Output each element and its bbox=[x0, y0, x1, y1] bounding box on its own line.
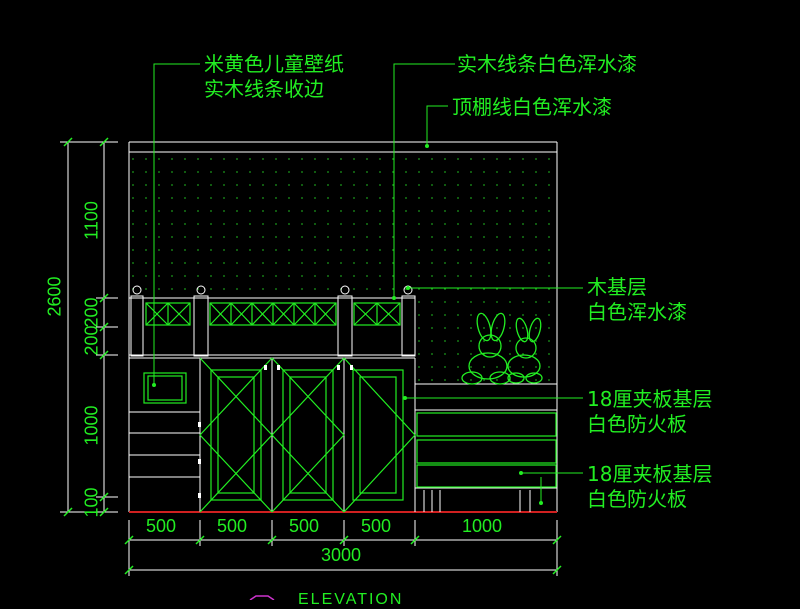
dim-total-width: 3000 bbox=[321, 545, 362, 565]
base-slats bbox=[423, 490, 531, 512]
leader-lines bbox=[153, 63, 583, 503]
annotation-plywood-2: 18厘夹板基层 白色防火板 bbox=[587, 462, 712, 512]
dim-segment: 500 bbox=[146, 516, 177, 536]
dim-total-height: 2600 bbox=[44, 276, 65, 317]
railing bbox=[128, 285, 416, 357]
dim-segment: 500 bbox=[361, 516, 392, 536]
dim-segment: 1000 bbox=[81, 405, 102, 446]
annotation-line: 白色浑水漆 bbox=[587, 300, 687, 324]
dim-segment: 100 bbox=[81, 487, 102, 518]
wallpaper-pattern bbox=[131, 152, 557, 292]
annotation-line: 18厘夹板基层 bbox=[587, 387, 713, 411]
door-handles bbox=[198, 365, 353, 498]
dim-segment: 500 bbox=[289, 516, 320, 536]
leader-dots bbox=[152, 144, 543, 505]
dim-segment: 500 bbox=[217, 516, 248, 536]
annotation-ceiling-line: 顶棚线白色浑水漆 bbox=[452, 95, 612, 119]
annotation-line: 实木线条收边 bbox=[204, 77, 324, 101]
annotation-wood-trim: 实木线条白色浑水漆 bbox=[457, 52, 637, 76]
annotation-line: 米黄色儿童壁纸 bbox=[204, 52, 344, 76]
cabinet-doors bbox=[143, 357, 557, 513]
annotation-line: 白色防火板 bbox=[587, 412, 687, 436]
annotation-line: 木基层 bbox=[587, 275, 647, 299]
horizontal-ticks bbox=[124, 535, 562, 575]
dim-segment: 1000 bbox=[462, 516, 503, 536]
wallpaper-pattern-lower bbox=[415, 292, 557, 384]
annotation-plywood-1: 18厘夹板基层 白色防火板 bbox=[587, 387, 712, 437]
annotation-wood-base: 木基层 白色浑水漆 bbox=[587, 275, 687, 325]
annotation-wallpaper: 米黄色儿童壁纸 实木线条收边 bbox=[204, 52, 344, 102]
title-marker bbox=[249, 595, 275, 600]
annotation-line: 18厘夹板基层 bbox=[587, 462, 713, 486]
vertical-ticks bbox=[63, 137, 109, 517]
drawing-title: ELEVATION bbox=[298, 591, 404, 608]
annotation-line: 白色防火板 bbox=[587, 487, 687, 511]
railing-lattice bbox=[145, 302, 401, 326]
dim-segment: 1100 bbox=[81, 201, 102, 240]
bunny-toys bbox=[461, 312, 543, 385]
dim-segment: 200 bbox=[81, 325, 102, 356]
